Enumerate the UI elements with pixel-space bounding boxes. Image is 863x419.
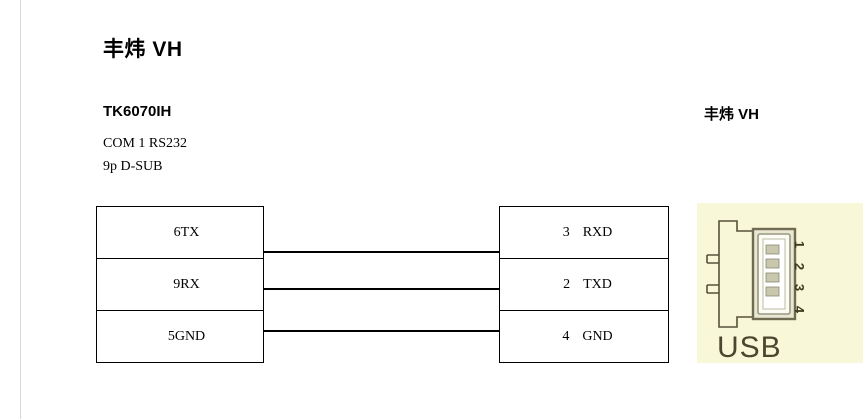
hmi-pin-label: 5GND [167, 328, 206, 344]
page-left-rule [20, 0, 21, 419]
hmi-connector-label: 9p D-SUB [103, 159, 163, 174]
hmi-pin-label: 6TX [173, 224, 200, 240]
wire-rx-txd [264, 288, 500, 290]
table-row: 4 GND [500, 311, 668, 363]
plc-pin-signal: GND [582, 328, 613, 344]
table-row: 6TX [97, 207, 263, 259]
hmi-model-title: TK6070IH [103, 103, 172, 120]
plc-pin-number: 3 [562, 224, 570, 240]
wire-gnd-gnd [264, 330, 500, 332]
usb-pin-number: 3 [792, 284, 808, 292]
usb-connector-figure: 1 2 3 4 USB [697, 203, 863, 363]
hmi-pin-table: 6TX 9RX 5GND [96, 206, 264, 363]
table-row: 2 TXD [500, 259, 668, 311]
wire-tx-rxd [264, 251, 500, 253]
table-row: 5GND [97, 311, 263, 363]
usb-pin-number: 4 [792, 305, 808, 314]
page-title: 丰炜 VH [103, 38, 183, 61]
plc-pin-number: 4 [562, 328, 570, 344]
hmi-port-label: COM 1 RS232 [103, 136, 188, 151]
usb-pin-number-list: 1 2 3 4 [792, 238, 808, 316]
hmi-pin-label: 9RX [173, 276, 200, 292]
usb-connector-icon [706, 220, 797, 328]
plc-pin-signal: RXD [582, 224, 613, 240]
plc-title: 丰炜 VH [704, 106, 760, 123]
table-row: 9RX [97, 259, 263, 311]
usb-caption: USB [717, 331, 782, 363]
plc-pin-table: 3 RXD 2 TXD 4 GND [499, 206, 669, 363]
plc-pin-signal: TXD [583, 276, 612, 292]
usb-pin-number: 1 [792, 240, 808, 249]
plc-pin-number: 2 [563, 276, 571, 292]
usb-pin-number: 2 [792, 262, 808, 270]
table-row: 3 RXD [500, 207, 668, 259]
